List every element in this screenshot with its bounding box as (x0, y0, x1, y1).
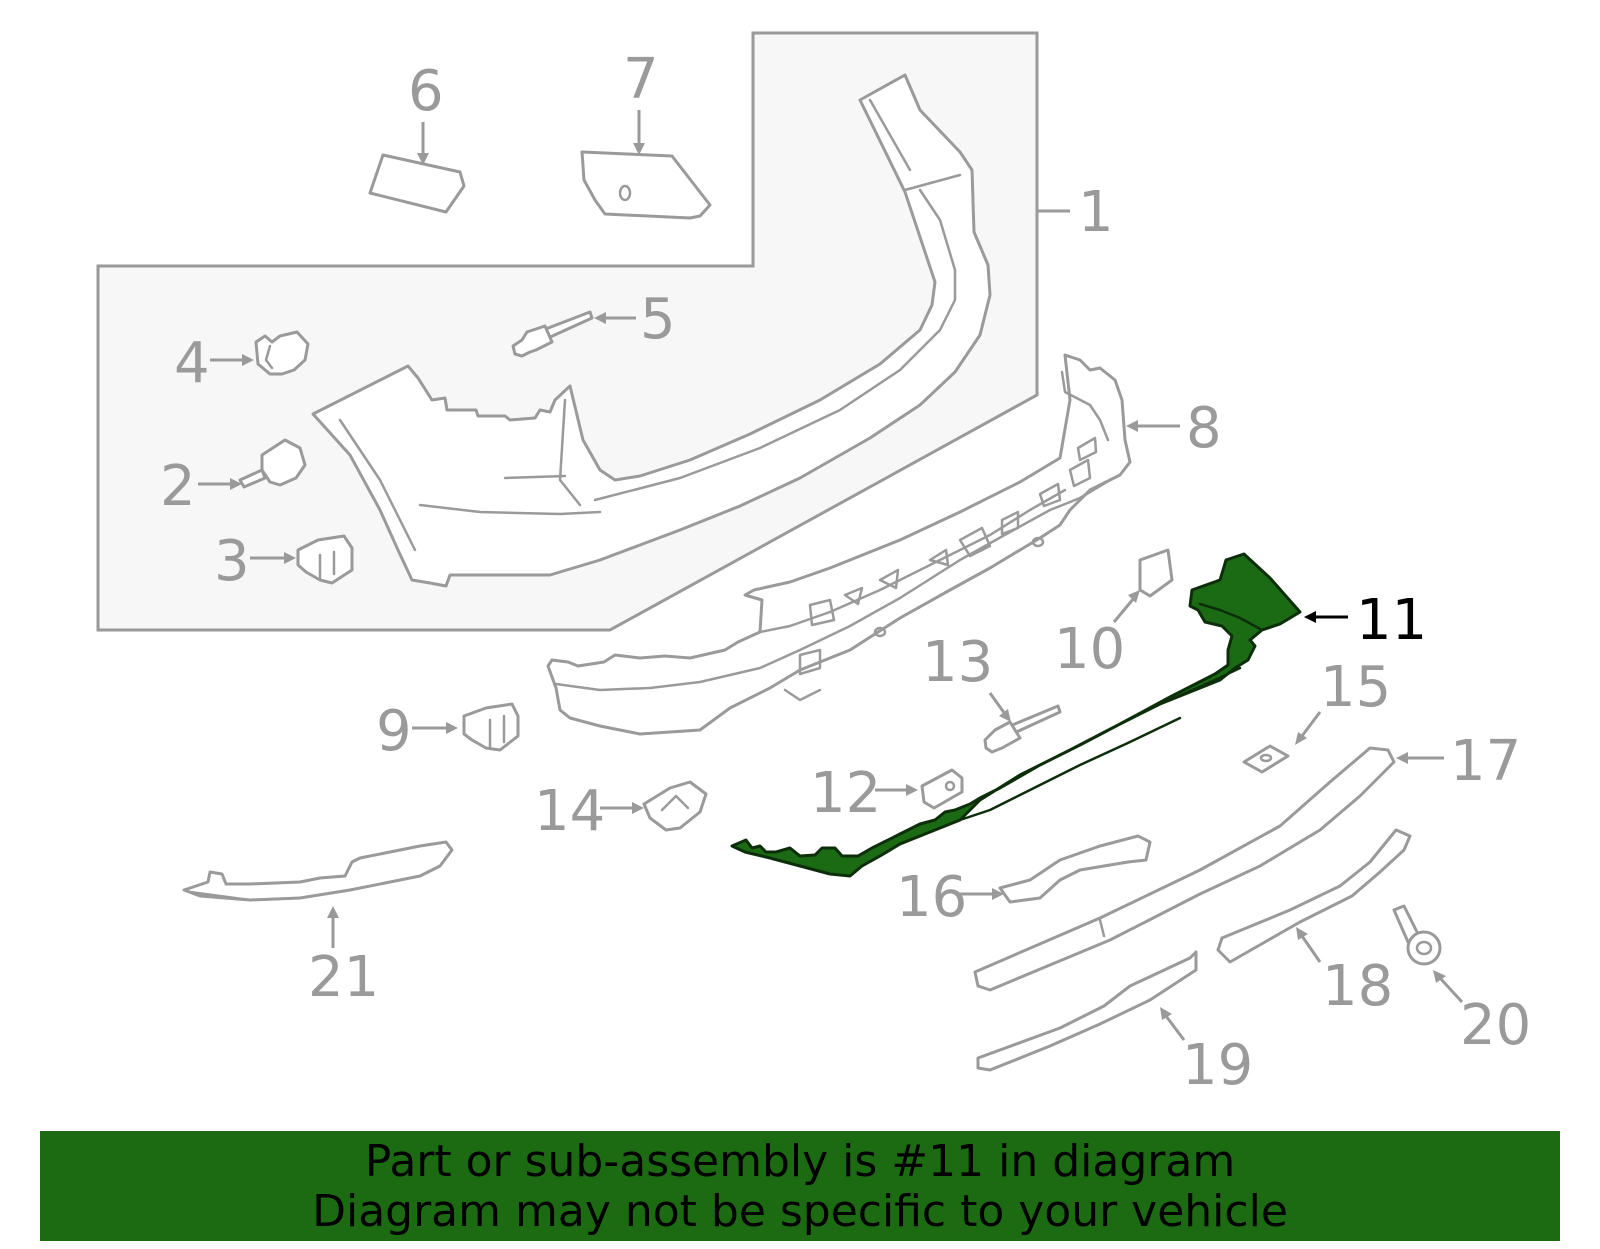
callout-17: 17 (1450, 729, 1521, 794)
part-8-absorber (546, 353, 1132, 736)
part-14-shape (642, 780, 708, 832)
callout-2: 2 (160, 454, 196, 519)
part-4-shape (254, 330, 310, 376)
callout-numbers: 1 2 3 4 5 6 7 8 9 10 11 12 13 14 15 16 1… (160, 47, 1531, 1098)
callout-18: 18 (1322, 954, 1393, 1019)
callout-19: 19 (1182, 1033, 1253, 1098)
part-2-shape (238, 438, 307, 489)
callout-3: 3 (214, 529, 250, 594)
callout-13: 13 (922, 630, 993, 695)
callout-10: 10 (1054, 617, 1125, 682)
callout-15: 15 (1320, 655, 1391, 720)
callout-6: 6 (408, 59, 444, 124)
info-banner: Part or sub-assembly is #11 in diagram D… (40, 1131, 1560, 1241)
part-12-shape (920, 768, 964, 810)
banner-line-1: Part or sub-assembly is #11 in diagram (364, 1136, 1236, 1187)
callout-11: 11 (1356, 588, 1427, 653)
leader-lines (198, 110, 1464, 1041)
part-5-shape (511, 310, 594, 358)
bumper-cover (311, 73, 992, 588)
part-6-shape (368, 153, 466, 214)
part-3-shape (296, 534, 354, 585)
part-11-highlighted (730, 552, 1302, 878)
callout-12: 12 (810, 761, 881, 826)
callout-16: 16 (896, 865, 967, 930)
part-21-shape (182, 840, 454, 902)
part-18-shape (1216, 828, 1412, 964)
callout-4: 4 (174, 331, 210, 396)
part-19-shape (976, 950, 1198, 1072)
callout-8: 8 (1186, 396, 1222, 461)
part-9-shape (462, 702, 520, 752)
callout-21: 21 (308, 945, 379, 1010)
callout-20: 20 (1460, 993, 1531, 1058)
callout-14: 14 (534, 779, 605, 844)
banner-line-2: Diagram may not be specific to your vehi… (312, 1186, 1288, 1237)
part-7-shape (580, 150, 712, 220)
callout-7: 7 (623, 47, 659, 112)
part-17-shape (973, 746, 1396, 992)
part-20-shape (1392, 904, 1442, 966)
callout-1: 1 (1078, 180, 1114, 245)
part-16-shape (998, 834, 1152, 904)
callout-5: 5 (640, 287, 676, 352)
part-15-shape (1242, 744, 1290, 774)
part-21-edge (188, 890, 302, 902)
assembly-box-part-1 (96, 31, 1039, 632)
part-10-shape (1138, 548, 1174, 598)
part-13-shape (983, 704, 1062, 754)
callout-9: 9 (376, 699, 412, 764)
